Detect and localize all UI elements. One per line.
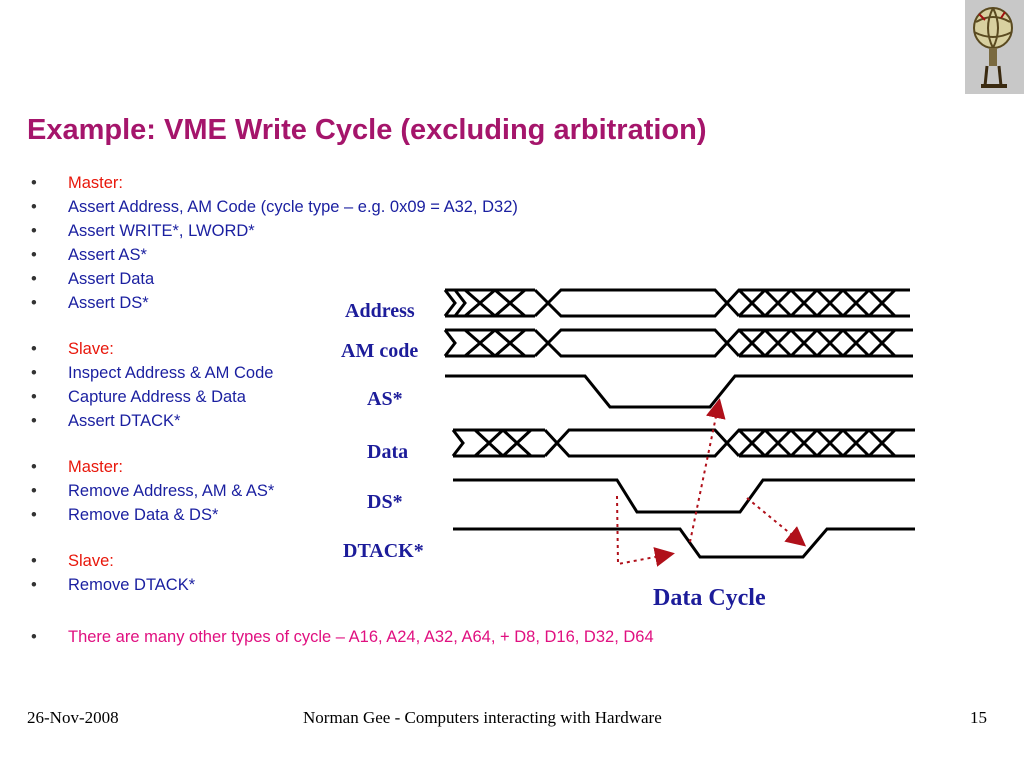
arrow-dtack-to-as [689, 398, 726, 543]
dtack-waveform [453, 527, 915, 559]
bullet-dot: • [31, 340, 37, 358]
bullet-dot: • [31, 576, 37, 594]
arrow-ds-to-dtack [616, 495, 675, 567]
list-item: • Assert DTACK* [27, 409, 357, 433]
bullet-text: Inspect Address & AM Code [68, 364, 274, 382]
list-item: • Master: [27, 171, 357, 195]
bullet-text: Slave: [68, 340, 114, 358]
footer-date: 26-Nov-2008 [27, 708, 119, 727]
list-item: • Assert WRITE*, LWORD* [27, 219, 357, 243]
data-cycle-label: Data Cycle [653, 585, 766, 611]
bullet-dot: • [31, 246, 37, 264]
bullet-text: Assert DS* [68, 294, 149, 312]
signal-label-data: Data [367, 441, 408, 463]
bullet-text: Assert Address, AM Code (cycle type – e.… [68, 198, 518, 216]
list-item: • Inspect Address & AM Code [27, 361, 357, 385]
signal-label-address: Address [345, 300, 415, 322]
bullet-text: Remove Data & DS* [68, 506, 219, 524]
bullet-text: Remove Address, AM & AS* [68, 482, 275, 500]
timing-diagram: Address AM code AS* Data DS* DTACK* [341, 288, 915, 611]
bullet-dot: • [31, 222, 37, 240]
bullet-text: Assert AS* [68, 246, 147, 264]
bullet-dot: • [31, 364, 37, 382]
bullet-dot: • [31, 388, 37, 406]
footer-author: Norman Gee - Computers interacting with … [303, 708, 662, 727]
bullet-text: Assert WRITE*, LWORD* [68, 222, 255, 240]
footer-page-number: 15 [970, 708, 987, 727]
bullet-text: Master: [68, 458, 124, 476]
bullet-text: Assert Data [68, 270, 155, 288]
signal-label-as: AS* [367, 388, 403, 410]
data-bus-waveform [451, 428, 915, 458]
bullet-dot: • [31, 174, 37, 192]
signal-label-am-code: AM code [341, 340, 418, 362]
list-item: • Assert Data [27, 267, 357, 291]
arrow-ds-to-dtack-release [746, 497, 807, 547]
list-item: • Assert AS* [27, 243, 357, 267]
list-item: • Master: [27, 455, 357, 479]
bullet-dot: • [31, 198, 37, 216]
list-item: • Slave: [27, 337, 357, 361]
slide-title: Example: VME Write Cycle (excluding arbi… [27, 114, 707, 146]
list-item: • Assert Address, AM Code (cycle type – e… [27, 195, 518, 219]
am-code-bus-waveform [443, 328, 913, 358]
bullet-dot: • [31, 506, 37, 524]
bullet-text: Master: [68, 174, 124, 192]
bullet-list: • Master: • Assert Address, AM Code (cycle… [27, 171, 518, 597]
list-item: • Capture Address & Data [27, 385, 357, 409]
bullet-dot: • [31, 270, 37, 288]
as-waveform [445, 374, 913, 409]
ds-waveform [453, 478, 915, 514]
atlas-globe-logo-icon [965, 0, 1024, 94]
bullet-dot: • [31, 294, 37, 312]
list-item: • Slave: [27, 549, 357, 573]
signal-label-ds: DS* [367, 491, 403, 513]
list-item: • Remove Data & DS* [27, 503, 357, 527]
list-item: • Remove Address, AM & AS* [27, 479, 357, 503]
signal-label-dtack: DTACK* [343, 540, 424, 562]
bullet-dot: • [31, 458, 37, 476]
bullet-text: Capture Address & Data [68, 388, 246, 406]
list-item: • Remove DTACK* [27, 573, 357, 597]
note-text: There are many other types of cycle – A1… [68, 628, 654, 646]
bullet-dot: • [31, 552, 37, 570]
bullet-text: Remove DTACK* [68, 576, 196, 594]
bullet-text: Slave: [68, 552, 114, 570]
list-item: • Assert DS* [27, 291, 357, 315]
bullet-dot: • [31, 482, 37, 500]
bullet-dot: • [31, 412, 37, 430]
address-bus-waveform [443, 288, 910, 318]
bullet-dot: • [31, 628, 37, 646]
bullet-text: Assert DTACK* [68, 412, 181, 430]
